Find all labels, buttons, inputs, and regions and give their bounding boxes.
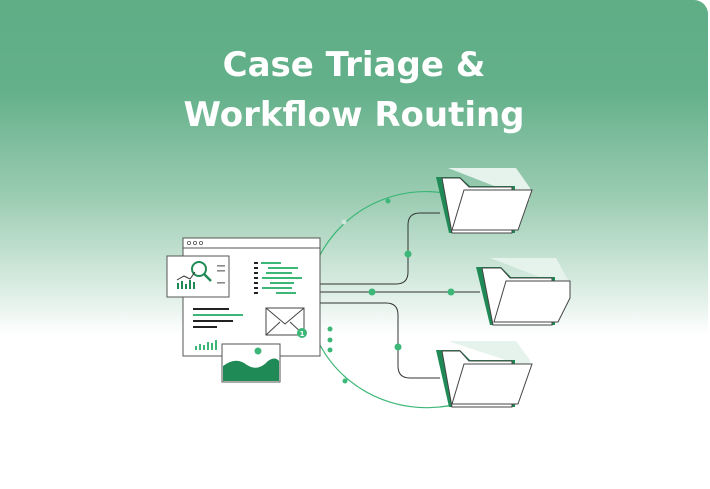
orbit-dot xyxy=(327,326,333,332)
folder-icon xyxy=(436,168,533,234)
notification-badge xyxy=(297,328,307,338)
folder-icon xyxy=(436,341,533,408)
notification-badge-count: 1 xyxy=(300,330,305,338)
folder-icon xyxy=(476,258,571,326)
magnifier-chart-icon xyxy=(166,255,230,298)
route-node xyxy=(447,288,455,296)
route-line-top xyxy=(320,212,440,285)
orbit-dot xyxy=(327,347,333,353)
image-icon xyxy=(221,343,281,383)
page-title-line-2: Workflow Routing xyxy=(183,95,525,135)
orbit-dot xyxy=(342,378,348,384)
route-line-bottom xyxy=(296,302,440,379)
route-node xyxy=(404,250,412,258)
orbit-dot xyxy=(385,198,391,204)
page-title-line-1: Case Triage & xyxy=(222,45,486,85)
route-node xyxy=(368,288,376,296)
envelope-icon xyxy=(265,307,305,336)
route-node xyxy=(394,343,402,351)
orbit-dot xyxy=(341,219,347,225)
orbit-dot xyxy=(327,337,333,343)
orbit-arc-lower xyxy=(319,344,471,409)
